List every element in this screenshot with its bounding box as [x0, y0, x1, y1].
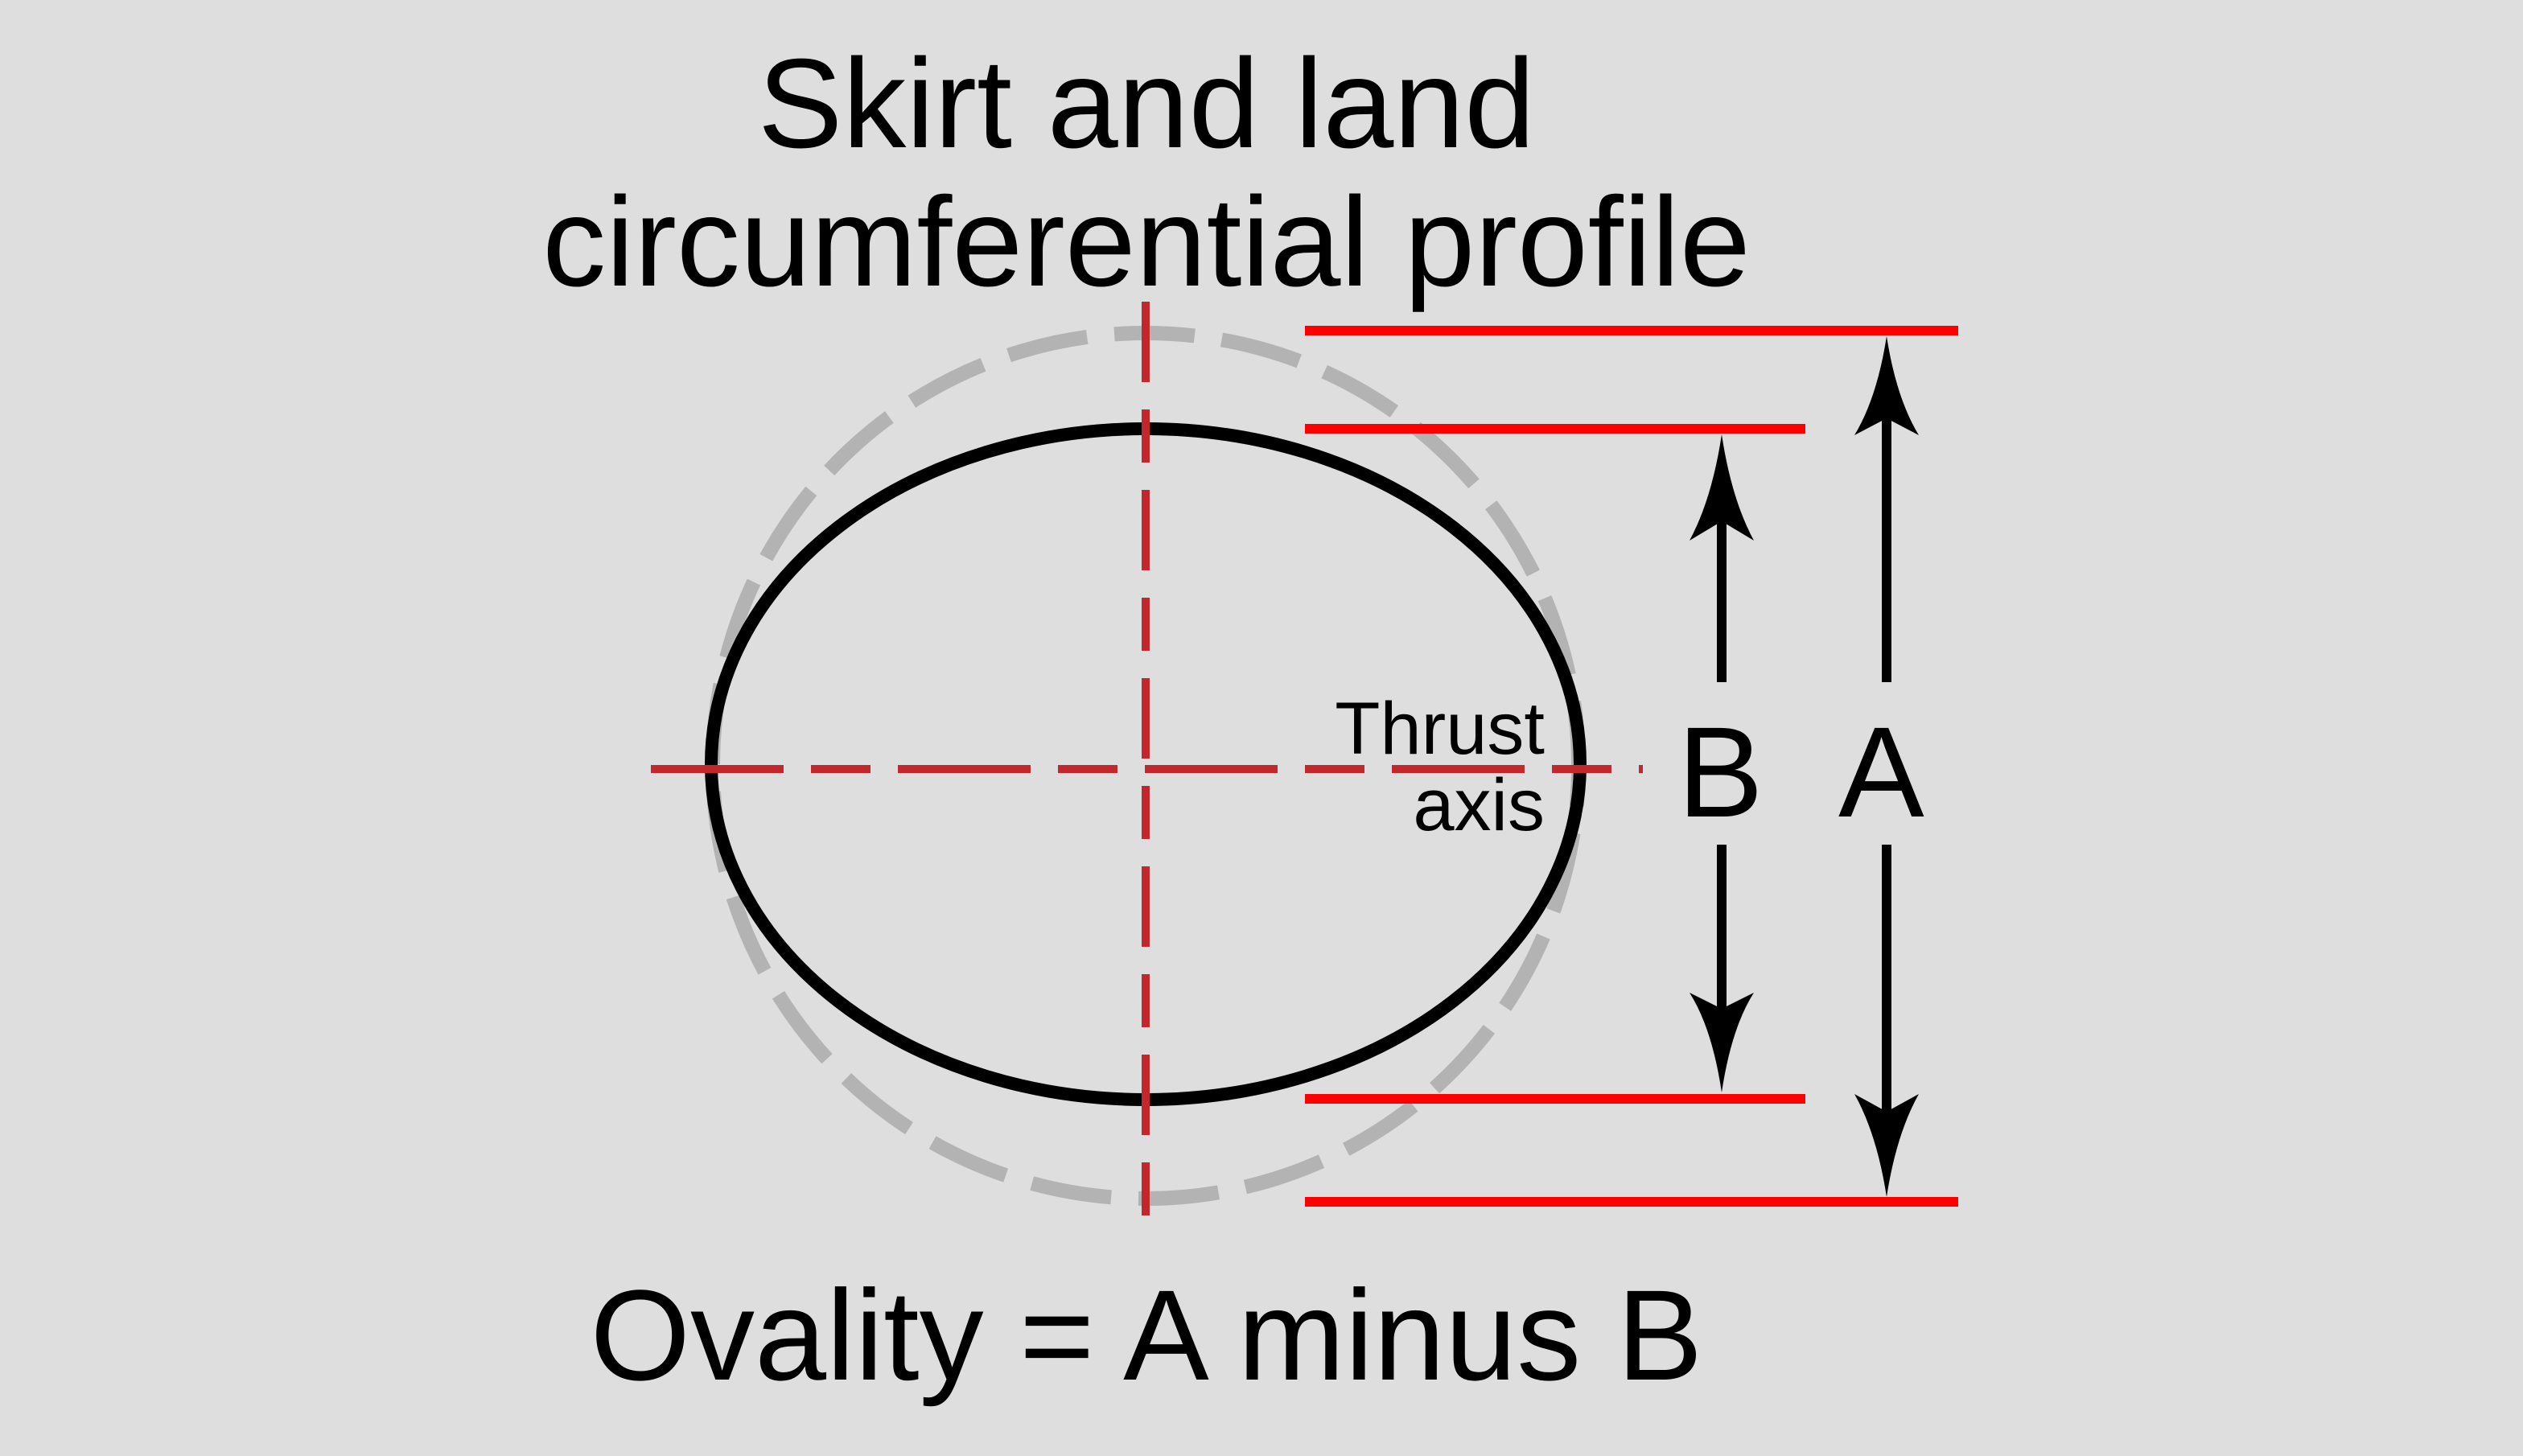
arrow-a-down-icon	[1854, 845, 1919, 1197]
dimension-a-label: A	[1838, 700, 1924, 844]
title-line-1: Skirt and land	[757, 33, 1536, 175]
arrow-b-up-icon	[1690, 434, 1754, 682]
ovality-formula: Ovality = A minus B	[590, 1263, 1703, 1407]
arrow-a-up-icon	[1854, 336, 1919, 682]
arrow-b-down-icon	[1690, 845, 1754, 1092]
thrust-label: Thrust	[1335, 688, 1545, 770]
dimension-b-label: B	[1677, 700, 1764, 844]
axis-label: axis	[1413, 764, 1545, 846]
title-line-2: circumferential profile	[542, 171, 1751, 313]
